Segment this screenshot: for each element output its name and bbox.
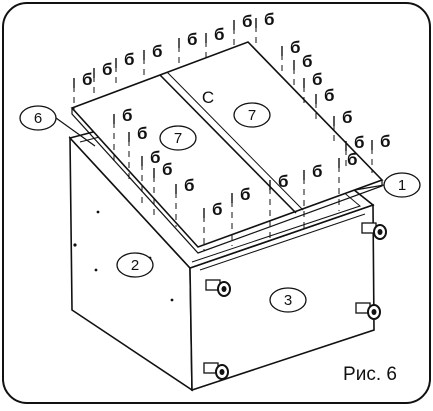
callout-3-label: 3: [284, 292, 292, 309]
panel-letter-c: C: [202, 88, 214, 107]
screw-label: б: [380, 132, 391, 151]
screw-marker: б: [293, 52, 313, 71]
lid: [70, 41, 384, 254]
screw-marker: б: [128, 124, 148, 143]
callout-7-left: 7: [159, 125, 197, 151]
screw-marker: б: [141, 148, 161, 167]
lid-seam-left: [159, 74, 297, 214]
screw-label: б: [162, 160, 173, 179]
callout-2-label: 2: [131, 257, 139, 274]
screw-label: б: [312, 70, 323, 89]
screw-marker: б: [255, 10, 275, 29]
screw-label: б: [152, 42, 163, 61]
screw-label: б: [264, 10, 275, 29]
pipe-fitting: [205, 279, 231, 297]
callout-7-left-label: 7: [174, 130, 182, 147]
screw-label: б: [312, 162, 323, 181]
screw-label: б: [324, 86, 335, 105]
screw-marker: б: [115, 50, 135, 69]
screw-marker: б: [93, 60, 113, 79]
screw-label: б: [212, 200, 223, 219]
screw-label: б: [242, 12, 253, 31]
screw-marker: б: [338, 150, 358, 169]
screw-label: б: [354, 133, 365, 152]
screw-label: б: [124, 50, 135, 69]
screw-marker: б: [205, 25, 225, 44]
screw-marker: б: [269, 172, 289, 191]
screw-marker: б: [175, 176, 195, 195]
screw-label: б: [122, 106, 133, 125]
screw-marker: б: [345, 133, 365, 152]
screw-label: б: [342, 108, 353, 127]
screw-label: б: [102, 60, 113, 79]
callout-3: 3: [269, 287, 307, 313]
screw-label: б: [187, 30, 198, 49]
screw-label: б: [150, 148, 161, 167]
screw-label: б: [278, 172, 289, 191]
screw-marker: б: [233, 12, 253, 31]
screw-label: б: [240, 185, 251, 204]
pipe-fitting: [355, 302, 381, 320]
screw-label: б: [214, 25, 225, 44]
screw-marker: б: [231, 185, 251, 204]
callout-6: 6: [19, 105, 96, 147]
callout-6-label: 6: [34, 110, 42, 127]
screw-marker: б: [203, 200, 223, 219]
screw-marker: б: [143, 42, 163, 61]
figure-frame: [2, 2, 431, 404]
screw-marker: б: [333, 108, 353, 127]
lid-edge: [71, 108, 383, 254]
screw-marker: б: [113, 106, 133, 125]
screw-label: б: [82, 70, 93, 89]
figure-caption: Рис. 6: [343, 364, 397, 385]
callout-1-label: 1: [398, 177, 406, 194]
pipe-fitting: [361, 222, 387, 240]
callout-1: 1: [354, 172, 421, 198]
pipe-fitting: [203, 362, 229, 380]
callout-2: 2: [116, 252, 154, 278]
screw-marker: б: [178, 30, 198, 49]
screw-label: б: [290, 38, 301, 57]
pipe-fittings: [203, 222, 387, 380]
screw-label: б: [137, 124, 148, 143]
screw-label: б: [347, 150, 358, 169]
screw-label: б: [184, 176, 195, 195]
screw-marker: б: [303, 70, 323, 89]
front-edge-line: [199, 213, 366, 271]
screw-marker: б: [303, 162, 323, 181]
screw-marker: б: [371, 132, 391, 151]
callout-7-right: 7: [233, 102, 271, 128]
screw-guide-lines: [73, 26, 373, 251]
screw-marker: б: [281, 38, 301, 57]
lid-seam-right: [166, 71, 304, 211]
screw-label: б: [302, 52, 313, 71]
screw-marker: б: [315, 86, 335, 105]
screw-marker: б: [73, 70, 93, 89]
screw-marker: б: [153, 160, 173, 179]
callout-7-right-label: 7: [248, 107, 256, 124]
